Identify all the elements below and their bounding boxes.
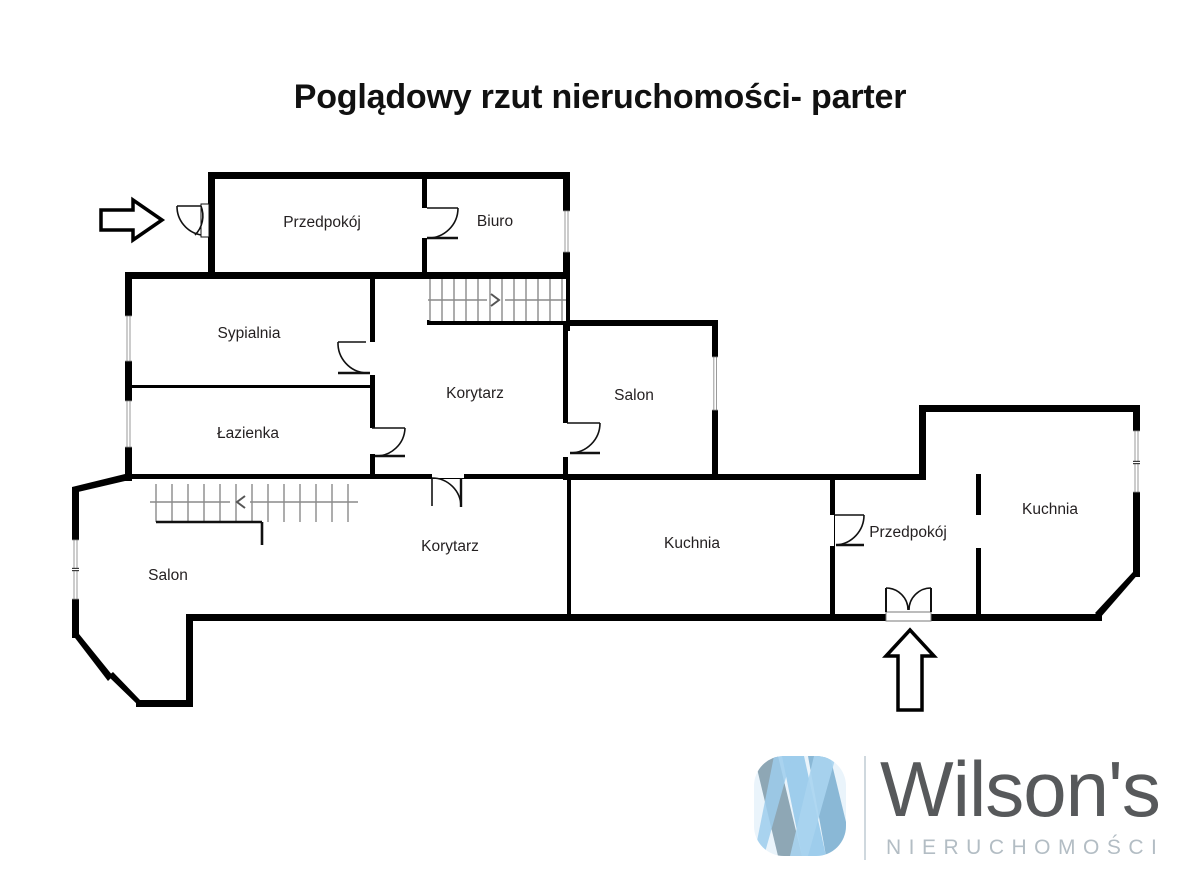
room-label-korytarz-lower: Korytarz xyxy=(421,538,479,555)
logo-subtitle: NIERUCHOMOŚCI xyxy=(886,836,1165,859)
stairs-lower xyxy=(150,484,358,545)
entrance-arrow-south xyxy=(882,627,938,712)
room-label-przedpokoj-top: Przedpokój xyxy=(283,214,361,231)
stairs-upper xyxy=(428,279,566,321)
room-label-salon-middle: Salon xyxy=(614,387,654,404)
door-sypialnia xyxy=(337,341,372,375)
door-przedpokoj-right xyxy=(828,514,865,547)
logo-wordmark: Wilson's xyxy=(880,745,1161,833)
door-korytarz-salon xyxy=(561,422,601,457)
windows xyxy=(72,210,1140,600)
door-lazienka xyxy=(366,427,406,458)
logo-divider xyxy=(864,756,866,860)
room-label-salon-left: Salon xyxy=(148,567,188,584)
door-entrance-south xyxy=(885,587,932,622)
room-label-przedpokoj-right: Przedpokój xyxy=(869,524,947,541)
door-korytarz-mid xyxy=(431,472,464,508)
entrance-arrow-west xyxy=(99,196,166,244)
doors xyxy=(176,203,932,622)
room-labels: Przedpokój Biuro Sypialnia Łazienka Kory… xyxy=(148,213,1078,584)
room-label-sypialnia: Sypialnia xyxy=(218,325,281,342)
room-label-kuchnia-right: Kuchnia xyxy=(1022,501,1078,518)
door-biuro xyxy=(422,207,459,240)
wilsons-logo: Wilson's NIERUCHOMOŚCI xyxy=(752,745,1182,870)
room-label-korytarz-upper: Korytarz xyxy=(446,385,504,402)
room-label-kuchnia-middle: Kuchnia xyxy=(664,535,720,552)
room-label-lazienka: Łazienka xyxy=(217,425,279,442)
door-entrance-west xyxy=(176,203,210,238)
page-title: Poglądowy rzut nieruchomości- parter xyxy=(293,78,907,116)
walls xyxy=(72,172,1140,707)
wilsons-w-mark-icon xyxy=(754,756,846,856)
room-label-biuro: Biuro xyxy=(477,213,513,230)
